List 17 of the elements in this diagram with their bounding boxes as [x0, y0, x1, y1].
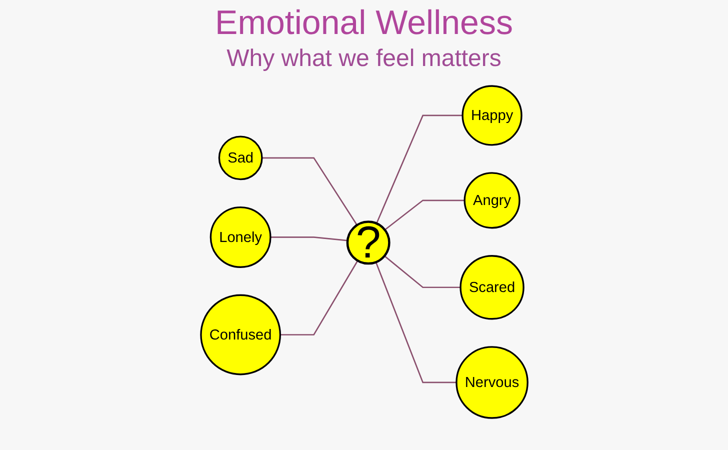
connector [262, 157, 358, 226]
node-circle: Scared [459, 255, 524, 320]
connector [384, 255, 460, 288]
node-circle: Nervous [455, 346, 528, 419]
connector [384, 200, 464, 230]
node-circle: Happy [461, 85, 522, 146]
node-circle: Sad [218, 136, 263, 180]
connector [376, 114, 462, 224]
connector [270, 236, 348, 242]
connector [280, 260, 358, 336]
subtitle: Why what we feel matters [226, 45, 502, 73]
node-circle: Angry [463, 172, 520, 229]
connector [375, 262, 456, 384]
node-circle: Confused [200, 294, 281, 376]
node-circle: ? [346, 220, 390, 265]
node-circle: Lonely [210, 206, 272, 268]
title: Emotional Wellness [214, 4, 514, 43]
